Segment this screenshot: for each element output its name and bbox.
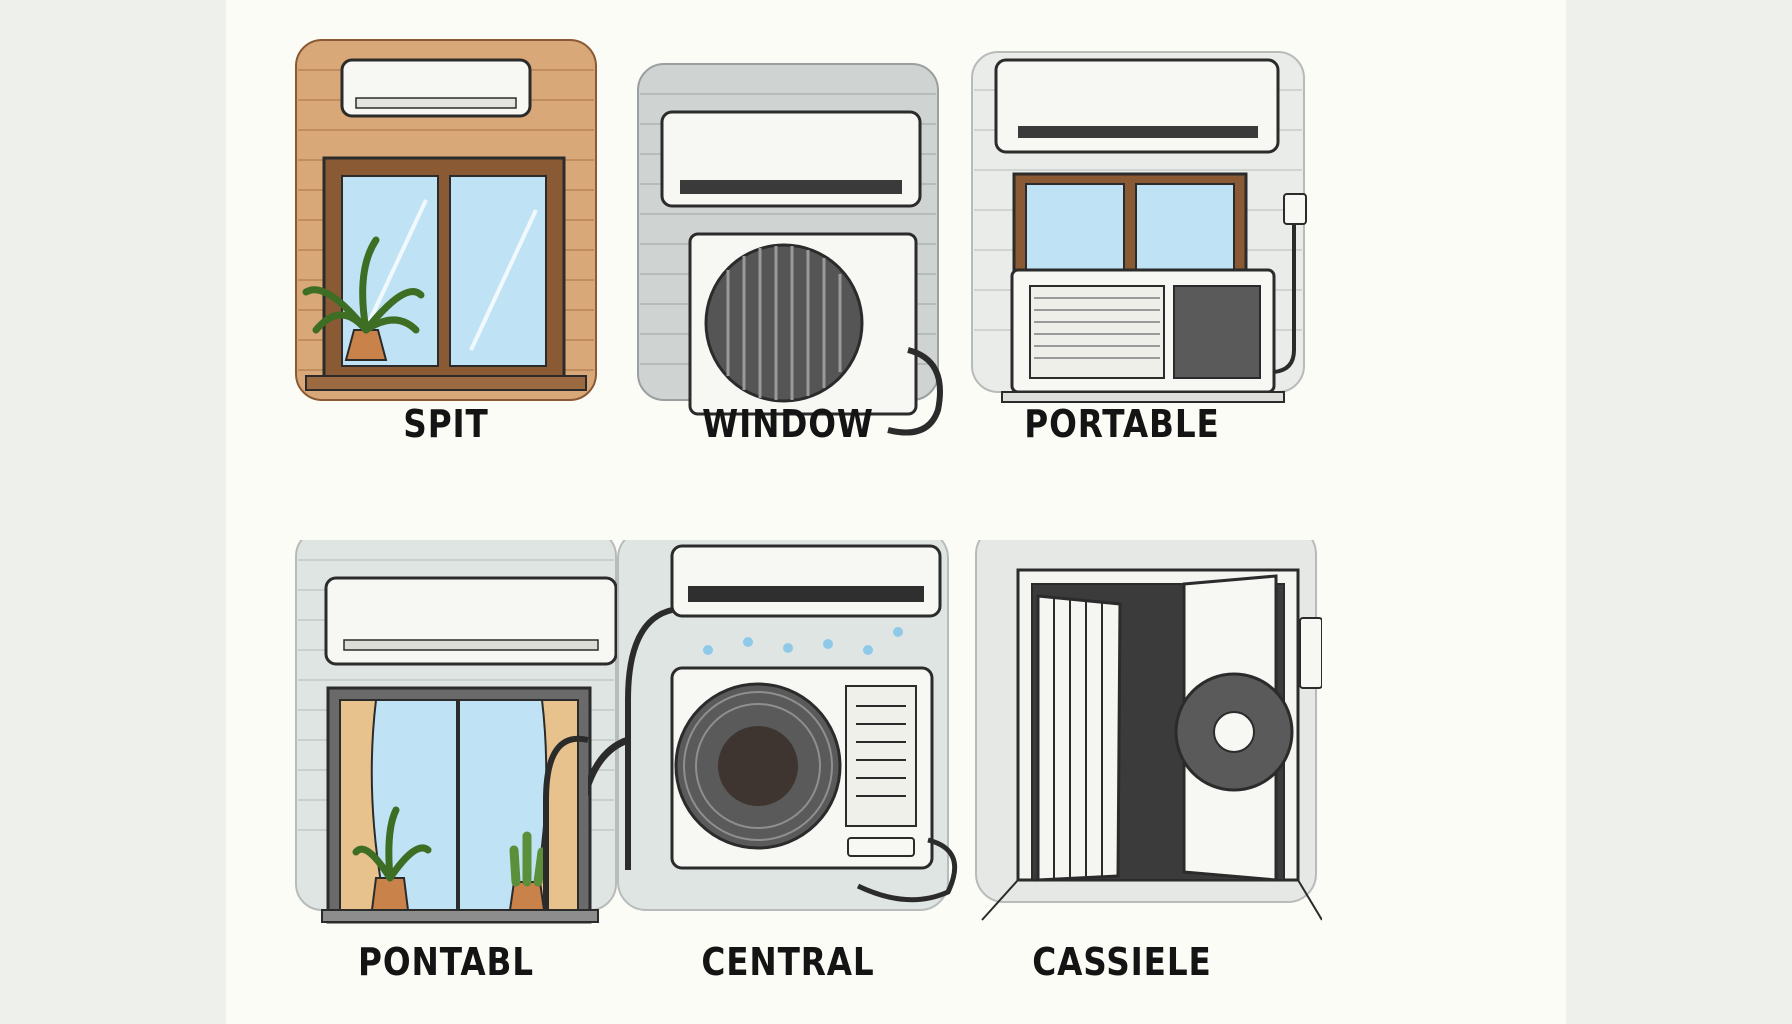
panel-window: WINDOW [588, 30, 988, 450]
illustration-sheet: SPIT [226, 0, 1566, 1024]
pipe-icon [856, 837, 958, 903]
panel-split: SPIT [246, 30, 646, 450]
outdoor-unit-icon [688, 232, 918, 416]
cassiele-illustration [975, 540, 1322, 921]
panel-pontabl: PONTABL [246, 540, 646, 984]
wall-unit-icon [994, 58, 1280, 154]
pipe-icon [543, 735, 589, 910]
wall-control-icon [1299, 617, 1322, 689]
panel-cassiele: CASSIELE [922, 540, 1322, 984]
panel-label-window: WINDOW [702, 402, 874, 446]
outdoor-unit-icon [670, 666, 934, 870]
split-illustration [295, 39, 597, 401]
wall-unit-icon [324, 576, 618, 666]
water-drops [703, 627, 903, 655]
pipe-icon [1273, 224, 1296, 374]
panel-label-pontabl: PONTABL [358, 940, 534, 984]
door-icon [981, 568, 1322, 921]
fan-grille-icon [1173, 285, 1261, 379]
panel-central: CENTRAL [588, 540, 988, 984]
pipe-icon [588, 736, 630, 797]
plant-icon [302, 236, 425, 361]
pontabl-illustration [295, 540, 618, 924]
plant-icon [352, 806, 547, 911]
panel-label-cassiele: CASSIELE [1032, 940, 1212, 984]
window-illustration [637, 63, 943, 436]
portable-illustration [971, 51, 1307, 403]
pipe-icon [625, 607, 673, 870]
window-icon [321, 686, 599, 924]
wall-unit-icon [340, 58, 532, 118]
central-illustration [588, 540, 958, 911]
wall-unit-icon [660, 110, 922, 208]
panel-portable: PORTABLE [922, 30, 1322, 450]
panel-label-central: CENTRAL [701, 940, 875, 984]
wall-socket-icon [1283, 193, 1307, 225]
outdoor-unit-icon [1001, 268, 1285, 403]
window-icon [1012, 172, 1248, 284]
wall-unit-icon [670, 544, 942, 618]
panel-label-split: SPIT [403, 402, 489, 446]
panel-label-portable: PORTABLE [1024, 402, 1220, 446]
pipe-icon [887, 347, 943, 436]
